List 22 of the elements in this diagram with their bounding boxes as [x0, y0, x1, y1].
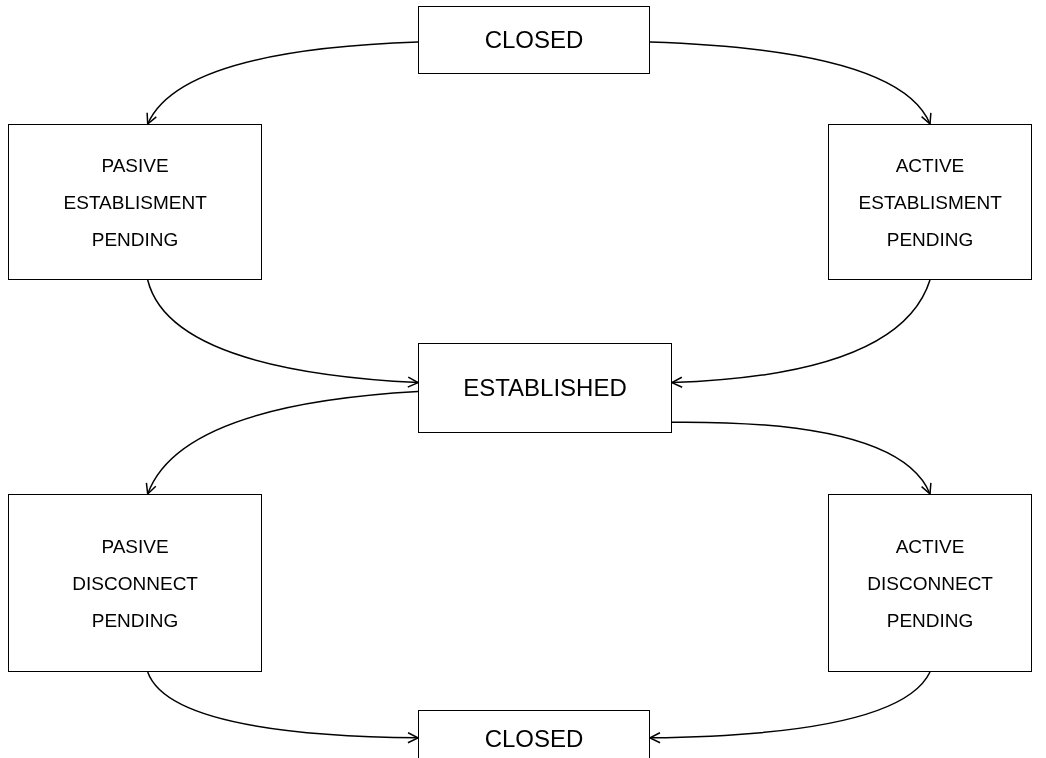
state-box — [418, 710, 650, 758]
transition-arrow — [649, 671, 931, 744]
transition-arrow — [671, 421, 931, 495]
state-label: ESTABLISHED — [463, 374, 627, 402]
state-box — [828, 124, 1032, 280]
transition-arrow — [671, 279, 931, 388]
transition-arrow — [146, 671, 419, 744]
state-box — [418, 343, 672, 433]
transition-arrow — [146, 41, 419, 125]
state-label: PASIVE DISCONNECT PENDING — [72, 534, 198, 633]
state-label: PASIVE ESTABLISMENT PENDING — [63, 153, 207, 252]
transition-arrow — [146, 390, 419, 495]
state-label: ACTIVE DISCONNECT PENDING — [867, 534, 993, 633]
state-box — [828, 494, 1032, 672]
state-label: CLOSED — [484, 725, 584, 753]
state-label: ACTIVE ESTABLISMENT PENDING — [858, 153, 1002, 252]
state-label: CLOSED — [484, 26, 584, 54]
state-box — [8, 494, 262, 672]
transition-arrow — [649, 41, 931, 125]
state-box — [418, 6, 650, 74]
transition-arrow — [146, 279, 419, 388]
state-box — [8, 124, 262, 280]
